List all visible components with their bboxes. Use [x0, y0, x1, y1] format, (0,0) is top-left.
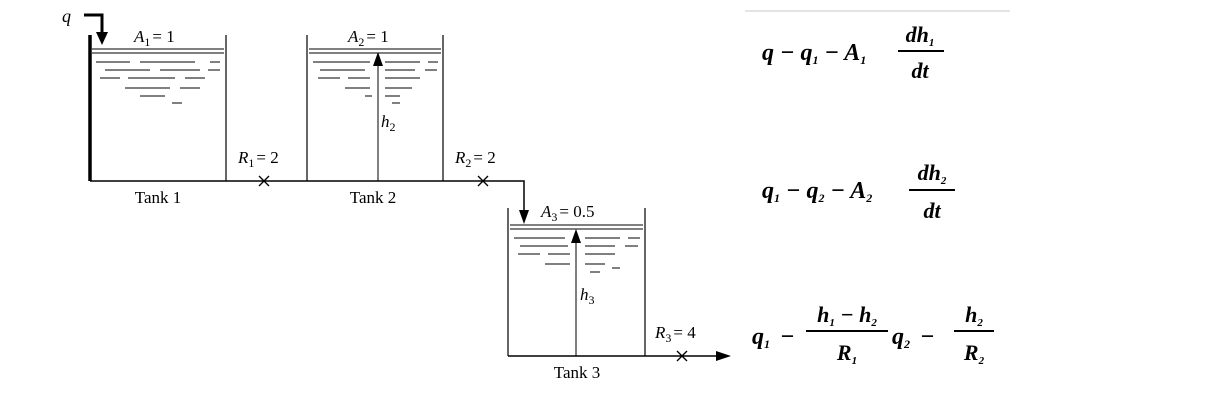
inflow-arrowhead	[96, 32, 108, 45]
equation-3a-denominator: R1	[836, 340, 857, 367]
equation-3a-lhs: q1−	[752, 324, 795, 351]
tank-1-water-surface	[92, 48, 224, 104]
equation-1-lhs: q − q1 − A1	[762, 40, 866, 67]
tank-1: A1= 1 Tank 1	[88, 27, 227, 207]
pipe-1: R1= 2	[226, 148, 307, 187]
valve-3-symbol	[676, 350, 688, 362]
inflow-label: q	[62, 6, 71, 26]
tank-3-height-arrowhead	[571, 229, 581, 243]
equation-2-numerator: dh2	[918, 160, 947, 187]
equation-3b-numerator: h2	[965, 302, 983, 329]
tank-3-area-label: A3= 0.5	[540, 202, 594, 224]
tank-3-water-surface	[510, 224, 643, 273]
outflow-arrowhead	[716, 351, 731, 361]
tank-3-name: Tank 3	[554, 363, 601, 382]
valve-1-label: R1= 2	[237, 148, 279, 170]
tank-3: h3 A3= 0.5 Tank 3	[507, 202, 646, 382]
equation-2: q1 − q2 − A2 dh2 dt	[762, 160, 955, 223]
tank-3-height-label: h3	[580, 285, 595, 307]
equation-1-numerator: dh1	[906, 22, 935, 49]
equation-3a-numerator: h1 − h2	[817, 302, 877, 329]
valve-1-symbol	[258, 175, 270, 187]
tank-2-water-surface	[309, 48, 441, 104]
inflow-pipe	[84, 13, 104, 34]
pipe-2: R2= 2	[443, 148, 529, 224]
equation-2-lhs: q1 − q2 − A2	[762, 178, 872, 205]
tank-1-name: Tank 1	[135, 188, 182, 207]
pipe-2-arrowhead	[519, 210, 529, 224]
valve-2-symbol	[477, 175, 489, 187]
tank-2-height-label: h2	[381, 112, 396, 134]
pipe-3: R3= 4	[645, 323, 731, 362]
equation-1: q − q1 − A1 dh1 dt	[762, 22, 944, 83]
valve-3-label: R3= 4	[654, 323, 696, 345]
equation-3b-lhs: q2−	[892, 324, 935, 351]
equation-3b-denominator: R2	[963, 340, 985, 367]
inflow-q: q	[62, 6, 108, 45]
tank-2-name: Tank 2	[350, 188, 397, 207]
equation-1-denominator: dt	[911, 58, 929, 83]
equation-3: q1− h1 − h2 R1 q2− h2 R2	[752, 302, 994, 367]
equation-2-denominator: dt	[923, 198, 941, 223]
tank-3-height-indicator: h3	[571, 229, 595, 356]
tank-1-area-label: A1= 1	[133, 27, 175, 49]
tank-2-area-label: A2= 1	[347, 27, 389, 49]
tank-2-height-indicator: h2	[373, 52, 396, 181]
tank-2-height-arrowhead	[373, 52, 383, 66]
tank-2: h2 A2= 1 Tank 2	[306, 27, 444, 207]
svg-text:A1= 1: A1= 1	[133, 27, 175, 49]
valve-2-label: R2= 2	[454, 148, 496, 170]
